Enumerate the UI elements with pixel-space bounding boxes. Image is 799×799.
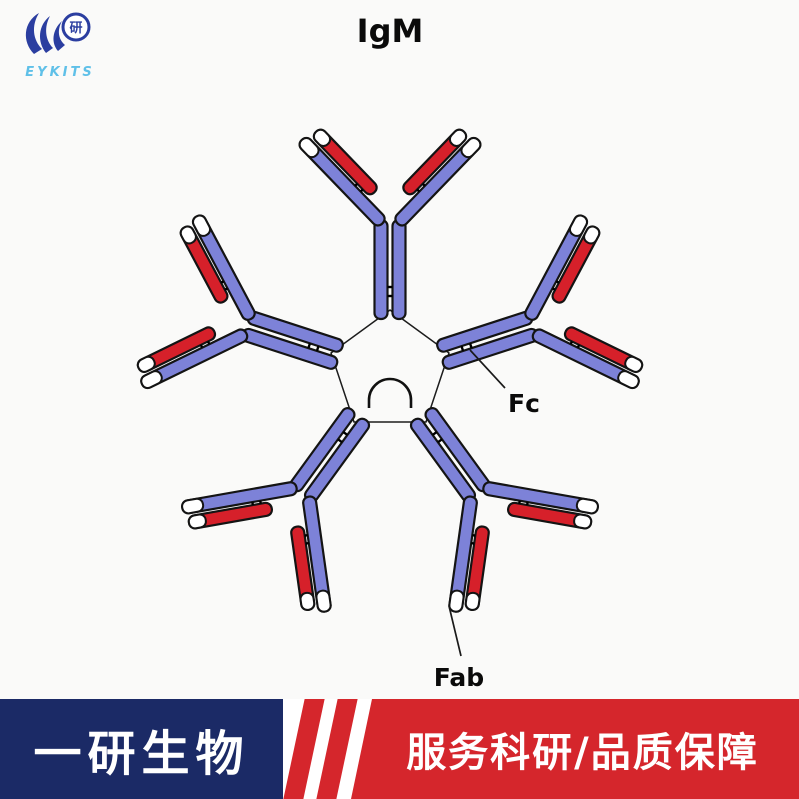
banner-stripe-2 xyxy=(316,699,358,799)
logo-symbol: 研 xyxy=(69,21,82,36)
logo-ring xyxy=(61,12,91,42)
fc-pointer-line xyxy=(469,349,506,389)
igm-pentamer xyxy=(124,123,656,629)
fab-pointer-line xyxy=(448,605,462,657)
logo-wing-stroke xyxy=(25,13,42,54)
logo-graphic: 研 EYKITS xyxy=(25,12,94,80)
logo-wing-stroke xyxy=(53,21,65,51)
company-logo: 研 EYKITS xyxy=(14,6,114,88)
fab-label: Fab xyxy=(434,663,484,692)
antibody-monomer-bottom-right xyxy=(344,359,612,629)
bottom-banner: 一研生物 服务科研/品质保障 xyxy=(0,699,799,799)
company-name: 一研生物 xyxy=(33,726,250,782)
banner-slogan: 服务科研/品质保障 xyxy=(406,730,759,776)
antibody-monomer-left xyxy=(124,205,370,446)
pentamer-core-pentagon xyxy=(330,309,450,423)
fc-label: Fc xyxy=(508,389,540,418)
antibody-monomer-top xyxy=(295,123,485,321)
banner-company-block: 一研生物 xyxy=(0,699,283,799)
logo-brand: EYKITS xyxy=(25,65,94,80)
diagram-title: IgM xyxy=(357,12,424,50)
banner-slogan-block: 服务科研/品质保障 xyxy=(351,699,799,799)
j-chain-arc xyxy=(367,377,413,408)
logo-wing-stroke xyxy=(40,16,53,53)
antibody-monomer-bottom-left xyxy=(168,359,436,629)
